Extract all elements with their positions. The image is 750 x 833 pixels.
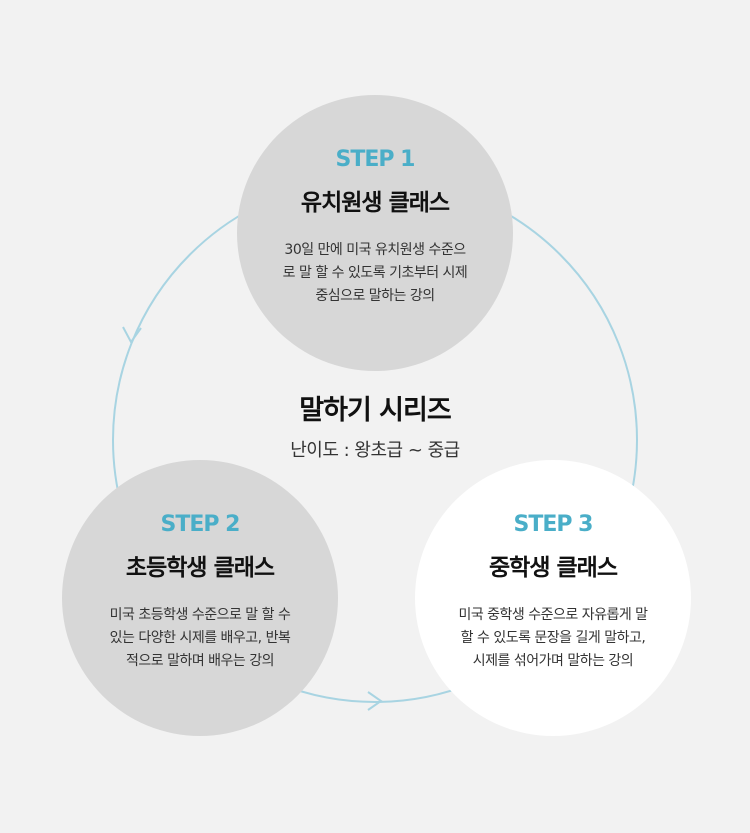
step-label: STEP 1 — [335, 147, 416, 172]
step-label: STEP 2 — [160, 512, 241, 537]
step-description: 미국 중학생 수준으로 자유롭게 말할 수 있도록 문장을 길게 말하고, 시제… — [458, 607, 648, 669]
step-title: 초등학생 클래스 — [125, 555, 275, 581]
step-1-card: STEP 1 유치원생 클래스 30일 만에 미국 유치원생 수준으로 말 할 … — [237, 95, 513, 371]
step-label: STEP 3 — [513, 512, 594, 537]
step-title: 중학생 클래스 — [489, 555, 618, 581]
step-2-card: STEP 2 초등학생 클래스 미국 초등학생 수준으로 말 할 수 있는 다양… — [62, 460, 338, 736]
step-description: 30일 만에 미국 유치원생 수준으로 말 할 수 있도록 기초부터 시제중심으… — [282, 242, 468, 304]
step-3-card: STEP 3 중학생 클래스 미국 중학생 수준으로 자유롭게 말할 수 있도록… — [415, 460, 691, 736]
step-title: 유치원생 클래스 — [300, 190, 450, 216]
arrow-down-icon — [122, 326, 142, 344]
step-description: 미국 초등학생 수준으로 말 할 수 있는 다양한 시제를 배우고, 반복적으로… — [109, 607, 291, 669]
arrow-right-icon — [367, 691, 383, 711]
difficulty-label: 난이도 : 왕초급 ~ 중급 — [290, 440, 460, 461]
series-title: 말하기 시리즈 — [299, 395, 451, 426]
